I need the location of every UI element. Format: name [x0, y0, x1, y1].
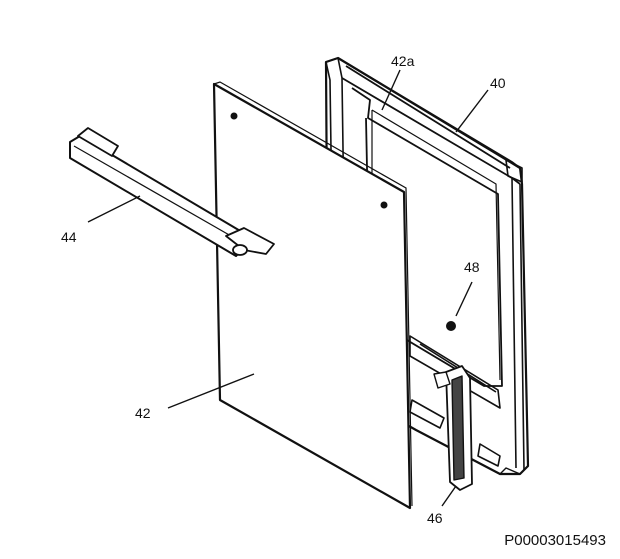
leader-42a [381, 69, 401, 111]
outer-panel-edge [213, 81, 413, 507]
leader-42 [167, 373, 255, 409]
label-40: 40 [490, 75, 506, 91]
outer-panel-hole-left [230, 112, 238, 120]
drawing-code: P00003015493 [504, 532, 606, 549]
leader-lines [87, 69, 489, 507]
label-48: 48 [464, 259, 480, 275]
door-handle-bar-top [73, 145, 239, 241]
leader-40 [455, 89, 489, 133]
leader-48 [455, 281, 473, 317]
hinge-face [451, 375, 465, 481]
door-frame-corner-cap [505, 159, 523, 183]
door-frame-right-rail [511, 177, 525, 471]
screw [446, 321, 456, 331]
leader-44 [87, 195, 141, 223]
door-handle [69, 127, 275, 257]
label-42a: 42a [391, 53, 415, 69]
screw-head [446, 321, 456, 331]
door-handle-end-cap [232, 244, 248, 256]
door-handle-left-mount [77, 127, 119, 157]
label-44: 44 [61, 229, 77, 245]
leader-46 [441, 485, 457, 507]
outer-panel-glass [212, 82, 412, 510]
outer-panel [212, 81, 413, 510]
door-frame-bottom-bracket-left [409, 399, 445, 429]
label-42: 42 [135, 405, 151, 421]
outer-panel-hole-right [380, 201, 388, 209]
hinge [433, 365, 473, 491]
label-46: 46 [427, 510, 443, 526]
door-frame-bottom-bracket-right [477, 443, 501, 467]
hinge-lug [433, 371, 451, 389]
